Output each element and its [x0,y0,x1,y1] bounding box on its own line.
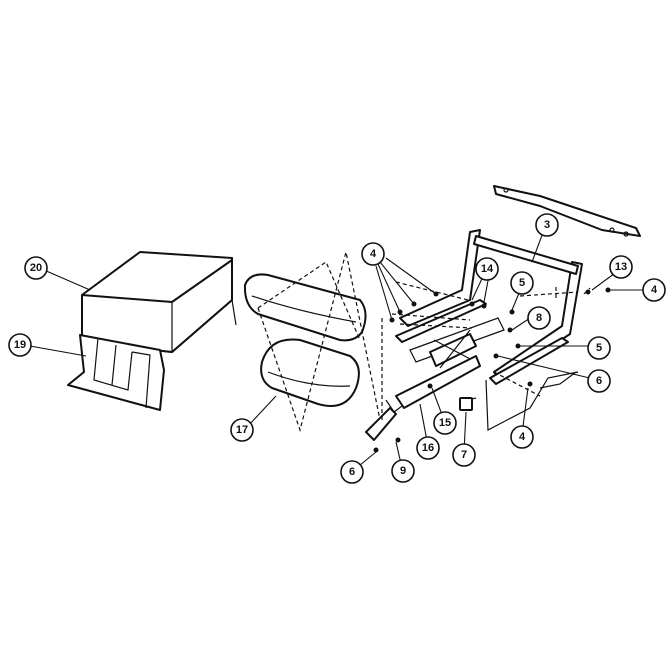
svg-text:4: 4 [651,284,658,296]
part-18-back-cushion [243,273,367,342]
callout-20: 20 [24,256,48,280]
svg-text:7: 7 [461,449,467,461]
callout-7: 7 [452,443,476,467]
part-20-seat-cushion [81,251,237,353]
callout-16: 16 [416,436,440,460]
part-7-end-cap [459,397,473,411]
callout-14: 14 [475,257,499,281]
callout-8: 8 [527,306,551,330]
part-19-cover-skirt [67,334,165,411]
svg-text:20: 20 [30,262,42,274]
svg-text:16: 16 [422,442,434,454]
svg-text:8: 8 [536,312,542,324]
fasteners [373,287,611,453]
callout-9: 9 [391,459,415,483]
callout-6-right: 6 [587,369,611,393]
callout-4-right: 4 [642,278,666,302]
callout-5-lower: 5 [587,336,611,360]
callout-19: 19 [8,333,32,357]
svg-text:6: 6 [596,375,602,387]
callout-3: 3 [535,213,559,237]
callout-15: 15 [433,411,457,435]
assembly-guide-lines [257,251,381,433]
callout-bubbles: 20 19 17 4 14 3 13 4 [8,213,666,484]
svg-text:9: 9 [400,465,406,477]
callout-4-top: 4 [361,242,385,266]
svg-text:4: 4 [370,248,377,260]
callout-4-bottom: 4 [510,425,534,449]
part-3-frame [365,229,583,441]
svg-text:5: 5 [596,342,602,354]
svg-text:14: 14 [481,263,494,275]
callout-5-upper: 5 [510,271,534,295]
svg-text:4: 4 [519,431,526,443]
callout-6-bottom: 6 [340,460,364,484]
svg-text:17: 17 [236,424,248,436]
svg-text:13: 13 [615,261,627,273]
svg-text:19: 19 [14,339,26,351]
svg-text:3: 3 [544,219,550,231]
leader-lines [29,229,653,471]
svg-text:5: 5 [519,277,525,289]
svg-text:6: 6 [349,466,355,478]
svg-text:15: 15 [439,417,451,429]
part-top-bracket-bar [493,185,641,237]
callout-17: 17 [230,418,254,442]
callout-13: 13 [609,255,633,279]
